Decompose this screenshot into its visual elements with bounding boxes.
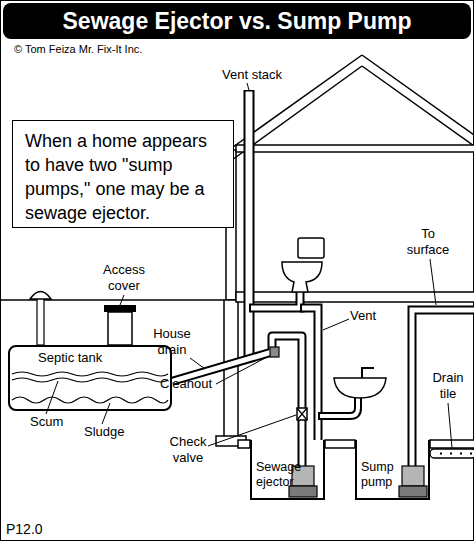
leader-line: [120, 295, 124, 305]
sump-pit: Sump pump: [355, 440, 430, 500]
leader-line: [430, 259, 436, 305]
part-label: P12.0: [6, 521, 43, 537]
scum-line: [12, 372, 168, 376]
leader-line: [208, 415, 296, 446]
access-riser: [108, 312, 132, 345]
toilet-tank: [298, 238, 324, 258]
septic-tank: Septic tank: [8, 345, 172, 411]
ceiling: [236, 145, 474, 152]
sink-faucet: [362, 368, 374, 378]
node-text: When a home appears to have two "sump pu…: [13, 121, 233, 225]
sewage-ejector-pit: Sewage ejector: [250, 440, 325, 500]
part-label: Sludge: [84, 424, 124, 440]
sludge-line: [12, 397, 168, 403]
drain-tile-pipe: [430, 449, 474, 458]
sink-trap-bore: [320, 396, 358, 416]
drain-tile-holes: [440, 453, 472, 455]
sump-pump-base: [399, 486, 427, 497]
part-label: Access cover: [98, 262, 150, 294]
scum-line: [12, 378, 168, 382]
leader-line: [190, 358, 205, 369]
part-label: To surface: [400, 226, 456, 258]
node-text: Septic tank: [10, 347, 170, 366]
vent-stack-pipe: [244, 90, 255, 358]
sink-trap: [318, 396, 358, 416]
ejector-discharge-bore: [300, 440, 305, 466]
vent-stack-bore: [246, 92, 253, 359]
node-text: Sewage ejector: [256, 460, 300, 490]
floor-slab: [238, 440, 250, 448]
sump-discharge-pipe: [412, 310, 474, 466]
leader-line: [448, 403, 452, 448]
sump-discharge-bore: [412, 310, 474, 466]
check-valve-cross: [297, 408, 307, 420]
access-cover: [104, 305, 136, 312]
part-label: © Tom Feiza Mr. Fix-It Inc.: [14, 41, 142, 57]
tank-vent-pipe: [37, 298, 44, 345]
part-label: House drain: [150, 326, 194, 358]
roof-line: [362, 66, 474, 146]
vent-cap: [30, 292, 51, 300]
toilet-bowl: [282, 262, 322, 292]
floor-slab: [325, 440, 355, 448]
diagram-title: Sewage Ejector vs. Sump Pump: [3, 3, 471, 39]
check-valve-symbol: [297, 408, 307, 420]
leader-line: [216, 356, 269, 384]
leader-line: [323, 319, 349, 330]
leader-line: [102, 403, 110, 424]
cleanout-plug: [270, 347, 279, 357]
sump-pump-motor: [402, 466, 424, 486]
part-label: Check valve: [166, 434, 210, 466]
roof-line: [362, 55, 474, 135]
node-text: Sump pump: [361, 460, 405, 490]
part-label: Vent stack: [222, 67, 282, 83]
sink-basin: [334, 378, 386, 398]
leader-line: [247, 83, 249, 90]
part-label: Vent: [350, 308, 376, 324]
part-label: Drain tile: [428, 370, 468, 402]
note-box: When a home appears to have two "sump pu…: [12, 120, 234, 228]
part-label: Scum: [30, 414, 63, 430]
title-band: [3, 3, 471, 39]
part-label: Cleanout: [160, 376, 212, 392]
first-floor: [236, 292, 474, 302]
